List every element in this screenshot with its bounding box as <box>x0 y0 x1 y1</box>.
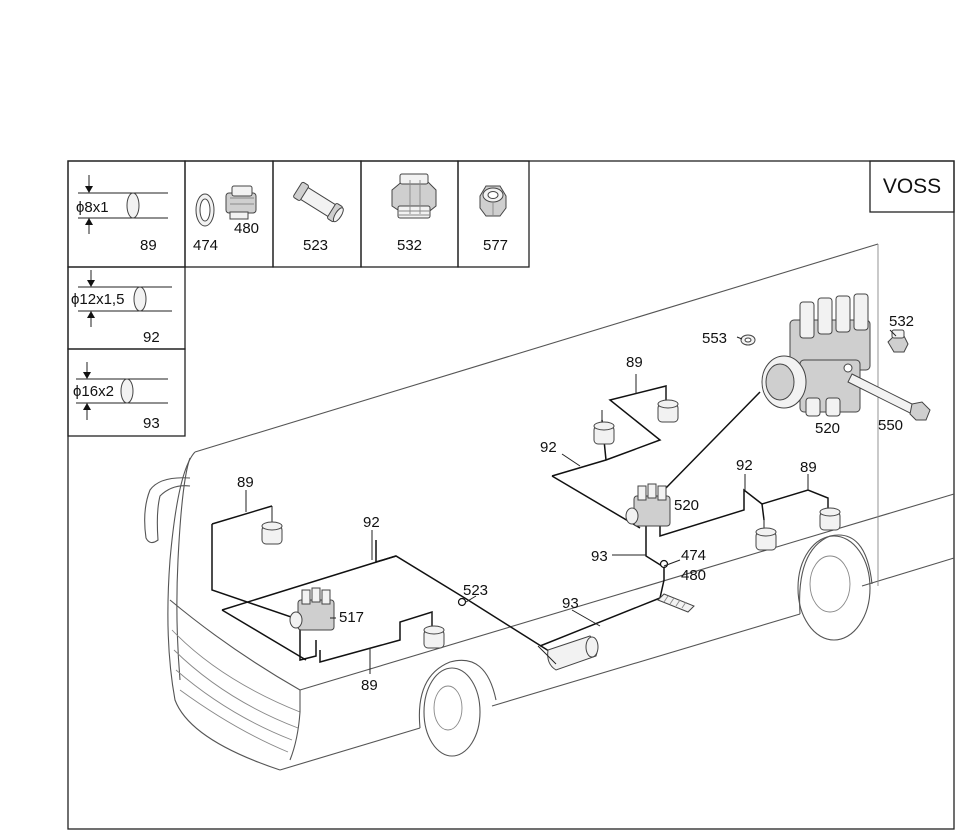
callout-523: 523 <box>463 582 488 599</box>
bolt-550-icon <box>847 373 931 421</box>
pipe-end-icon <box>120 378 134 404</box>
callout-labels: 553 532 520 550 89 92 520 92 89 93 474 4… <box>237 313 914 694</box>
callout-532: 532 <box>889 313 914 330</box>
legend-pipe-92: ϕ12x1,5 92 <box>71 270 172 346</box>
washer-553-icon <box>740 334 756 346</box>
fitting-part-number: 480 <box>234 220 259 237</box>
callout-520: 520 <box>815 420 840 437</box>
callout-93-lower: 93 <box>562 595 579 612</box>
connector-474-icon <box>659 559 669 569</box>
pipe-end-icon <box>126 192 140 219</box>
pipe-part-number: 92 <box>143 329 160 346</box>
air-spring-front-left <box>261 506 283 545</box>
legend-pipe-93: ϕ16x2 93 <box>73 362 168 432</box>
screw-connector-icon <box>225 185 257 220</box>
air-spring-front-right <box>423 612 445 649</box>
callout-474: 474 <box>681 547 706 564</box>
pipe-connector-icon <box>293 181 344 223</box>
main-valve-block-520 <box>761 293 871 417</box>
air-spring-rear-left <box>755 518 777 551</box>
callout-553: 553 <box>702 330 727 347</box>
air-spring-mid-right <box>657 386 679 423</box>
legend-fitting-474-480: 474 480 <box>193 185 259 254</box>
hex-nut-icon <box>479 185 507 217</box>
callout-93-upper: 93 <box>591 548 608 565</box>
connector-523-icon <box>457 597 467 607</box>
valve-520 <box>625 483 671 527</box>
callout-89-bottom: 89 <box>361 677 378 694</box>
callout-550: 550 <box>878 417 903 434</box>
legend-fitting-523: 523 <box>293 181 344 254</box>
brand-label: VOSS <box>883 175 941 198</box>
adapter-532-icon <box>887 329 909 353</box>
callout-92-right: 92 <box>736 457 753 474</box>
pipe-dimension: ϕ12x1,5 <box>71 291 124 308</box>
connector-strip <box>657 593 695 613</box>
legend-pipe-89: ϕ8x1 89 <box>76 175 168 254</box>
brand-box: VOSS <box>869 160 955 213</box>
callout-480: 480 <box>681 567 706 584</box>
callout-89-top: 89 <box>626 354 643 371</box>
callout-leaders <box>245 329 897 674</box>
legend-fitting-577: 577 <box>479 185 508 254</box>
callout-89-left: 89 <box>237 474 254 491</box>
callout-520-valve: 520 <box>674 497 699 514</box>
vehicle-outline <box>144 243 955 771</box>
pipe-part-number: 89 <box>140 237 157 254</box>
fitting-part-number: 532 <box>397 237 422 254</box>
callout-92-mid: 92 <box>540 439 557 456</box>
air-reservoir <box>537 635 599 671</box>
air-spring-mid-left <box>593 410 615 445</box>
threaded-adapter-icon <box>391 173 437 219</box>
valve-517 <box>289 587 335 631</box>
fitting-part-number: 474 <box>193 237 218 254</box>
fitting-part-number: 577 <box>483 237 508 254</box>
legend-table: ϕ8x1 89 ϕ12x1,5 92 ϕ16x2 93 <box>67 160 530 437</box>
pipe-dimension: ϕ16x2 <box>73 383 114 400</box>
legend-fitting-532: 532 <box>391 173 437 254</box>
pipe-dimension: ϕ8x1 <box>76 199 109 216</box>
callout-517: 517 <box>339 609 364 626</box>
pipe-part-number: 93 <box>143 415 160 432</box>
callout-92-left: 92 <box>363 514 380 531</box>
pipe-end-icon <box>133 286 147 312</box>
fitting-part-number: 523 <box>303 237 328 254</box>
air-spring-rear-right <box>819 498 841 531</box>
callout-89-right: 89 <box>800 459 817 476</box>
